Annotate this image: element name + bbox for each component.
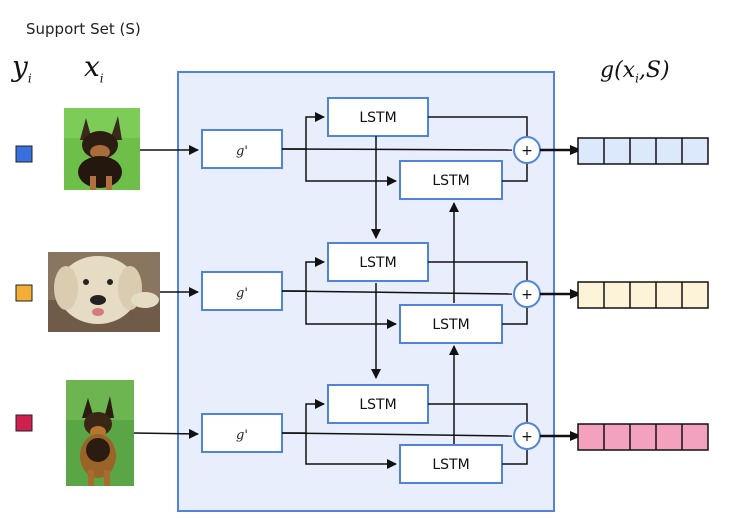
- g-header-prefix: g(x: [600, 58, 636, 83]
- support-row-2: g' LSTM LSTM +: [15, 242, 709, 344]
- y-header: yi: [12, 50, 32, 86]
- x-header: xi: [84, 50, 104, 86]
- g-header-sub: i: [635, 71, 639, 86]
- output-embedding-row-1: [577, 137, 709, 165]
- label-square-row-3: [15, 414, 33, 432]
- dog-image-row-2: [48, 252, 160, 332]
- backward-lstm-label-row-2: LSTM: [432, 317, 469, 333]
- forward-lstm-label-row-3: LSTM: [359, 397, 396, 413]
- plus-label-row-1: +: [521, 143, 533, 159]
- g-prime-box-row-2: [201, 271, 283, 311]
- g-prime-label-row-2: g': [236, 286, 248, 301]
- x-header-sub: i: [99, 71, 104, 86]
- output-embedding-row-2: [577, 281, 709, 309]
- x-header-symbol: x: [84, 50, 100, 83]
- label-square-row-2: [15, 284, 33, 302]
- dog-image-row-3: [66, 380, 134, 486]
- plus-label-row-3: +: [521, 429, 533, 445]
- support-row-1: g' LSTM LSTM +: [15, 97, 709, 200]
- backward-lstm-label-row-1: LSTM: [432, 173, 469, 189]
- output-embedding-row-3: [577, 423, 709, 451]
- backward-lstm-row-1: [399, 160, 503, 200]
- g-output-header: g(xi,S): [600, 58, 670, 85]
- backward-lstm-row-2: [399, 304, 503, 344]
- y-header-symbol: y: [12, 50, 28, 83]
- forward-lstm-label-row-1: LSTM: [359, 110, 396, 126]
- forward-lstm-label-row-2: LSTM: [359, 255, 396, 271]
- support-row-3: g' LSTM LSTM +: [15, 380, 709, 486]
- label-square-row-1: [15, 145, 33, 163]
- support-set-title: Support Set (S): [26, 20, 141, 38]
- forward-lstm-row-1: [327, 97, 429, 137]
- g-prime-label-row-3: g': [236, 428, 248, 443]
- g-prime-label-row-1: g': [236, 144, 248, 159]
- plus-label-row-2: +: [521, 287, 533, 303]
- y-header-sub: i: [27, 71, 32, 86]
- forward-lstm-row-2: [327, 242, 429, 282]
- dog-image-row-1: [64, 108, 140, 190]
- backward-lstm-label-row-3: LSTM: [432, 457, 469, 473]
- g-header-suffix: ,S): [638, 58, 670, 83]
